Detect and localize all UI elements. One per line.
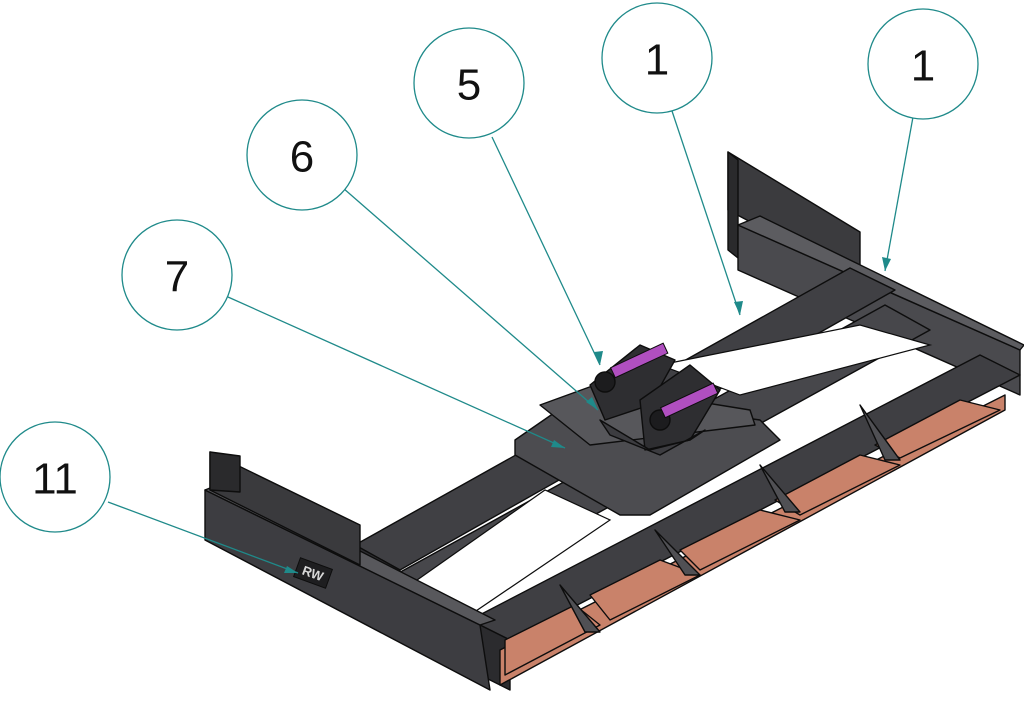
callout-11: 11 [0,421,111,533]
leader-7-arrowhead [551,440,565,448]
gusset-1 [559,584,601,633]
leader-1a-arrowhead [734,301,743,315]
leader-1b-arrowhead [882,257,891,271]
callout-6-label: 6 [290,133,314,182]
callout-11-label: 11 [32,455,78,504]
upper-pin [609,342,669,379]
callout-balloons: 5 1 1 6 7 11 [0,2,979,533]
gusset-3 [759,464,801,513]
hitch-bracket [589,342,721,456]
callout-5-label: 5 [457,61,481,110]
callout-6: 6 [246,99,358,211]
leader-11 [107,501,299,574]
callout-7: 7 [121,219,233,331]
callout-1a-label: 1 [645,36,669,85]
leader-6 [342,187,599,411]
callout-1b-label: 1 [911,42,935,91]
leader-5 [491,136,601,366]
leader-1b [884,116,914,272]
callout-5: 5 [413,27,525,139]
brand-logo: RW [292,557,334,589]
callout-7-label: 7 [165,253,189,302]
wear-plate-1 [504,604,601,676]
callout-1a: 1 [601,2,713,114]
brand-logo-text: RW [300,563,326,585]
gusset-4 [859,404,901,461]
leader-5-arrowhead [594,351,603,365]
leader-6-arrowhead [586,397,598,410]
wear-plate-3 [679,509,801,571]
leader-11-arrowhead [284,566,298,573]
lower-pin [659,382,719,419]
leader-lines [107,110,914,574]
leader-7 [227,296,566,449]
frame-assembly: RW [204,151,1024,691]
gusset-2 [654,529,701,576]
callout-1b: 1 [867,8,979,120]
leader-1a [671,110,741,316]
